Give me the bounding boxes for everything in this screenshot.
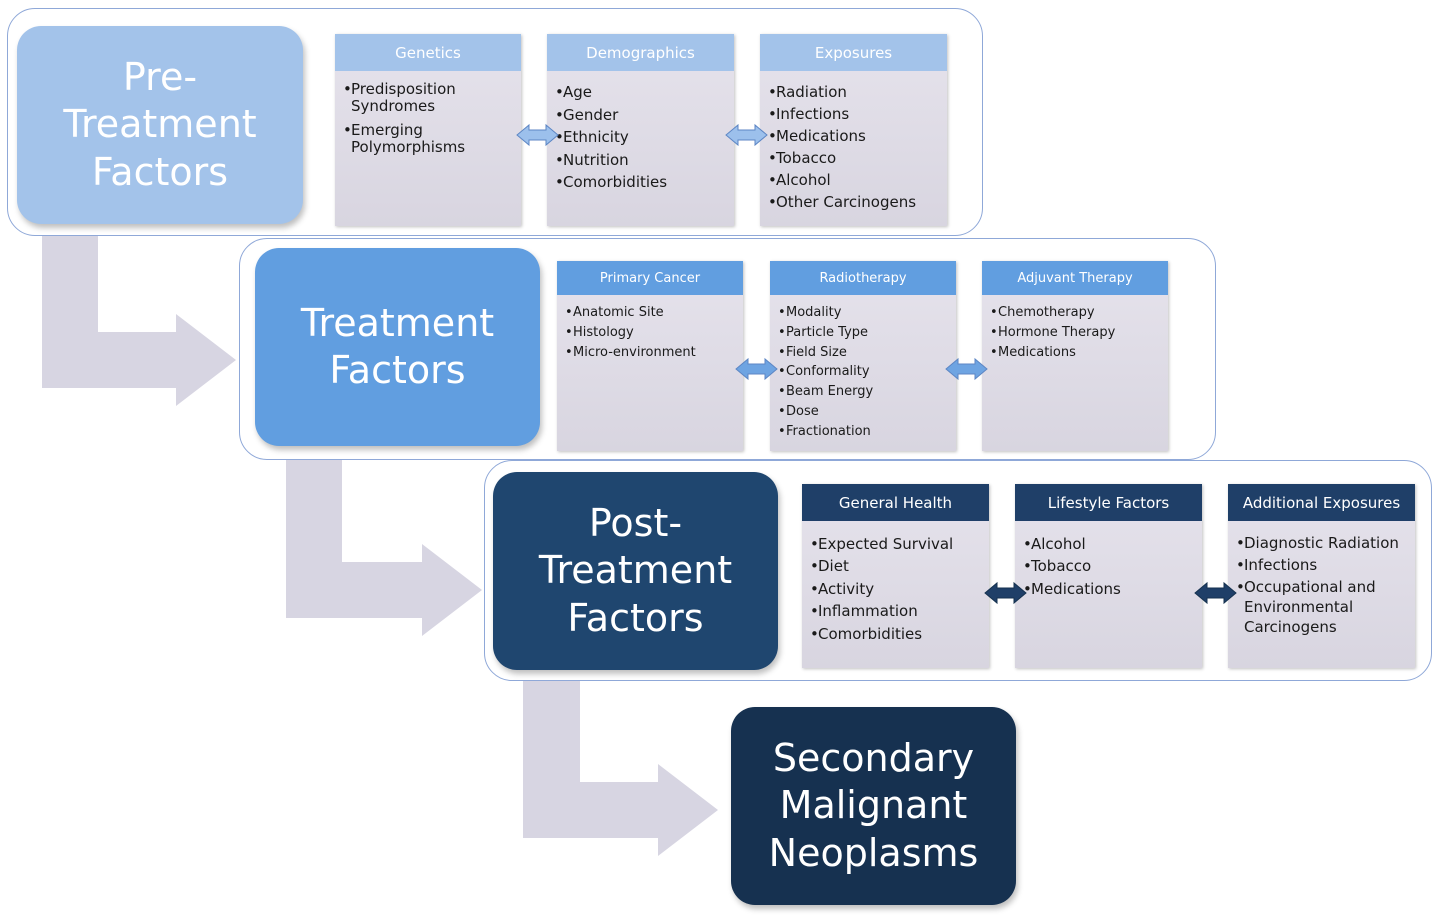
list-item: Predisposition Syndromes <box>343 81 515 115</box>
post-treatment-factors-box: Post- Treatment Factors <box>493 472 778 670</box>
list-item: Alcohol <box>1023 533 1196 556</box>
list-item: Infections <box>1236 555 1409 575</box>
treatment-factors-box: Treatment Factors <box>255 248 540 446</box>
list-item: Comorbidities <box>555 171 728 194</box>
list-item: Chemotherapy <box>990 303 1162 323</box>
card-header: Additional Exposures <box>1228 484 1415 521</box>
card-list: Diagnostic Radiation Infections Occupati… <box>1228 521 1415 637</box>
card-list: Chemotherapy Hormone Therapy Medications <box>982 295 1168 362</box>
list-item: Hormone Therapy <box>990 323 1162 343</box>
double-arrow-icon <box>984 581 1027 605</box>
list-item: Medications <box>990 343 1162 363</box>
list-item: Activity <box>810 578 983 601</box>
double-arrow-icon <box>735 357 778 381</box>
list-item: Alcohol <box>768 169 941 191</box>
list-item: Particle Type <box>778 323 950 343</box>
exposures-card: Exposures Radiation Infections Medicatio… <box>760 34 947 226</box>
list-item: Comorbidities <box>810 623 983 646</box>
card-header: Adjuvant Therapy <box>982 261 1168 295</box>
radiotherapy-card: Radiotherapy Modality Particle Type Fiel… <box>770 261 956 451</box>
secondary-malignant-neoplasms-box: Secondary Malignant Neoplasms <box>731 707 1016 905</box>
card-header: Radiotherapy <box>770 261 956 295</box>
card-list: Age Gender Ethnicity Nutrition Comorbidi… <box>547 71 734 194</box>
general-health-card: General Health Expected Survival Diet Ac… <box>802 484 989 668</box>
card-header: Demographics <box>547 34 734 71</box>
list-item: Histology <box>565 323 737 343</box>
primary-cancer-card: Primary Cancer Anatomic Site Histology M… <box>557 261 743 451</box>
list-item: Anatomic Site <box>565 303 737 323</box>
flow-arrow-3 <box>523 679 718 856</box>
flow-arrow-2 <box>286 458 482 636</box>
list-item: Field Size <box>778 343 950 363</box>
list-item: Nutrition <box>555 149 728 172</box>
list-item: Emerging Polymorphisms <box>343 122 515 156</box>
list-item: Micro-environment <box>565 343 737 363</box>
card-list: Expected Survival Diet Activity Inflamma… <box>802 521 989 645</box>
list-item: Medications <box>768 125 941 147</box>
adjuvant-therapy-card: Adjuvant Therapy Chemotherapy Hormone Th… <box>982 261 1168 451</box>
list-item: Inflammation <box>810 600 983 623</box>
list-item: Beam Energy <box>778 382 950 402</box>
list-item: Diagnostic Radiation <box>1236 533 1409 553</box>
demographics-card: Demographics Age Gender Ethnicity Nutrit… <box>547 34 734 226</box>
lifestyle-factors-card: Lifestyle Factors Alcohol Tobacco Medica… <box>1015 484 1202 668</box>
list-item: Expected Survival <box>810 533 983 556</box>
list-item: Tobacco <box>1023 555 1196 578</box>
list-item: Fractionation <box>778 422 950 442</box>
card-list: Modality Particle Type Field Size Confor… <box>770 295 956 442</box>
card-list: Predisposition Syndromes Emerging Polymo… <box>335 71 521 156</box>
card-header: Exposures <box>760 34 947 71</box>
list-item: Radiation <box>768 81 941 103</box>
list-item: Infections <box>768 103 941 125</box>
list-item: Modality <box>778 303 950 323</box>
card-list: Alcohol Tobacco Medications <box>1015 521 1202 601</box>
double-arrow-icon <box>1194 581 1237 605</box>
flow-arrow-1 <box>42 234 236 406</box>
list-item: Dose <box>778 402 950 422</box>
list-item: Tobacco <box>768 147 941 169</box>
double-arrow-icon <box>945 357 988 381</box>
pre-treatment-factors-box: Pre- Treatment Factors <box>17 26 303 224</box>
card-list: Anatomic Site Histology Micro-environmen… <box>557 295 743 362</box>
list-item: Medications <box>1023 578 1196 601</box>
list-item: Other Carcinogens <box>768 191 941 213</box>
card-list: Radiation Infections Medications Tobacco… <box>760 71 947 213</box>
list-item: Diet <box>810 555 983 578</box>
list-item: Conformality <box>778 362 950 382</box>
double-arrow-icon <box>516 123 559 147</box>
list-item: Age <box>555 81 728 104</box>
genetics-card: Genetics Predisposition Syndromes Emergi… <box>335 34 521 226</box>
card-header: Genetics <box>335 34 521 71</box>
list-item: Ethnicity <box>555 126 728 149</box>
list-item: Occupational and Environmental Carcinoge… <box>1236 577 1409 637</box>
card-header: Lifestyle Factors <box>1015 484 1202 521</box>
card-header: General Health <box>802 484 989 521</box>
double-arrow-icon <box>725 123 768 147</box>
card-header: Primary Cancer <box>557 261 743 295</box>
list-item: Gender <box>555 104 728 127</box>
additional-exposures-card: Additional Exposures Diagnostic Radiatio… <box>1228 484 1415 668</box>
